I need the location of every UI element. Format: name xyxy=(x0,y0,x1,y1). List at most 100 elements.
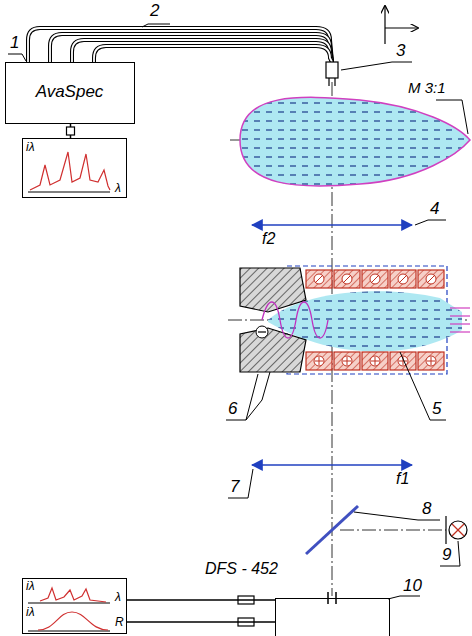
axes-symbol xyxy=(385,27,418,28)
plasma-source xyxy=(371,275,379,283)
plasma-source xyxy=(398,356,408,366)
lamp xyxy=(449,521,467,539)
monochromator-box: 10 xyxy=(275,598,390,636)
annotation-label: f2 xyxy=(262,230,275,248)
fibre-connector xyxy=(334,78,335,86)
axis-label: iλ xyxy=(26,141,35,154)
optical-fibre xyxy=(72,40,332,62)
plasma-source xyxy=(398,274,408,284)
plasma-source xyxy=(390,270,416,288)
axis-label: iλ xyxy=(26,606,35,619)
plasma-source xyxy=(315,275,323,283)
fibre-connector xyxy=(326,62,338,78)
plasma-source xyxy=(334,352,360,370)
spectrum-curve xyxy=(28,152,110,631)
optical-axis xyxy=(228,82,472,596)
plasma-source xyxy=(450,315,470,316)
plasma-source xyxy=(426,274,436,284)
spectrum-curve xyxy=(28,191,110,192)
callout-number: 7 xyxy=(230,478,239,497)
plasma-source xyxy=(347,357,348,365)
plasma-source xyxy=(427,275,435,283)
optical-fibre xyxy=(50,34,332,62)
axis-label: λ xyxy=(115,591,121,604)
device-name: AvaSpec xyxy=(36,83,104,102)
leader-line xyxy=(8,54,26,61)
lens xyxy=(252,224,412,226)
plasma-source xyxy=(342,356,352,366)
callout-number: 9 xyxy=(442,546,451,565)
annotation-label: DFS - 452 xyxy=(205,560,278,578)
leader-line xyxy=(246,372,270,420)
plasma-source xyxy=(258,331,266,332)
plasma-source xyxy=(240,266,470,374)
connector-layer xyxy=(67,127,75,135)
spectrum-curve xyxy=(30,152,110,190)
plasma-source xyxy=(450,307,470,308)
axis-label: λ xyxy=(115,182,121,195)
plasma-source xyxy=(319,357,320,365)
callout-number: 8 xyxy=(422,500,431,519)
spectrum-curve xyxy=(38,612,108,630)
optical-fibre xyxy=(94,46,332,62)
signal-cable xyxy=(127,621,275,623)
plasma-source xyxy=(370,274,380,284)
plasma-source xyxy=(334,270,360,288)
plasma-source xyxy=(262,302,328,338)
plasma-source xyxy=(431,357,432,365)
leader-line xyxy=(440,541,460,566)
plasma-source xyxy=(370,356,380,366)
axes-symbol xyxy=(385,6,418,44)
leader-line xyxy=(341,62,412,70)
plasma-source xyxy=(418,270,444,288)
plasma-source xyxy=(390,352,416,370)
optical-fibre xyxy=(28,28,332,62)
leader-line xyxy=(415,220,446,225)
leader-line xyxy=(226,374,258,420)
plasma-source xyxy=(342,274,352,284)
spectrum-curve xyxy=(40,588,106,602)
spectrum-curve xyxy=(28,602,110,603)
plasma-source xyxy=(306,270,444,370)
plasma-source xyxy=(343,275,351,283)
callout-number: 3 xyxy=(396,42,405,61)
plasma-source xyxy=(240,328,306,372)
signal-cable xyxy=(127,599,275,601)
leader-line xyxy=(228,469,253,498)
optical-fibre xyxy=(94,46,332,62)
plasma-source xyxy=(426,356,436,366)
callout-number: 10 xyxy=(403,577,422,596)
axis-label: R xyxy=(115,616,124,629)
plasma-source xyxy=(240,268,306,312)
plasma-source xyxy=(256,326,268,338)
fibre-connector xyxy=(326,62,338,86)
plasma-source xyxy=(450,308,470,332)
callout-number: 6 xyxy=(228,400,237,419)
axes-symbol xyxy=(384,6,385,44)
leader-line xyxy=(400,352,446,420)
plasma-source xyxy=(362,270,388,288)
optical-fibre xyxy=(50,34,332,62)
plasma-source xyxy=(450,323,470,324)
callout-number: 4 xyxy=(430,200,439,219)
leader-line xyxy=(142,24,170,27)
optical-axis xyxy=(340,530,446,531)
plasma-source xyxy=(450,331,470,332)
mirror xyxy=(306,506,358,554)
leader-line xyxy=(388,596,420,599)
plasma-source xyxy=(418,352,444,370)
spectrum-plot: iλλiλR xyxy=(22,578,127,634)
annotation-label: M 3:1 xyxy=(408,80,446,97)
plasma-source xyxy=(375,357,376,365)
lamp xyxy=(445,516,446,544)
spectrum-curve xyxy=(28,630,110,631)
plasma-source xyxy=(314,356,324,366)
plasma-source xyxy=(362,352,388,370)
callout-number: 5 xyxy=(432,400,441,419)
lens xyxy=(252,464,412,466)
plasma-source xyxy=(306,270,332,288)
plasma-source xyxy=(306,352,332,370)
plasma-source xyxy=(314,274,324,284)
lamp xyxy=(452,524,464,536)
